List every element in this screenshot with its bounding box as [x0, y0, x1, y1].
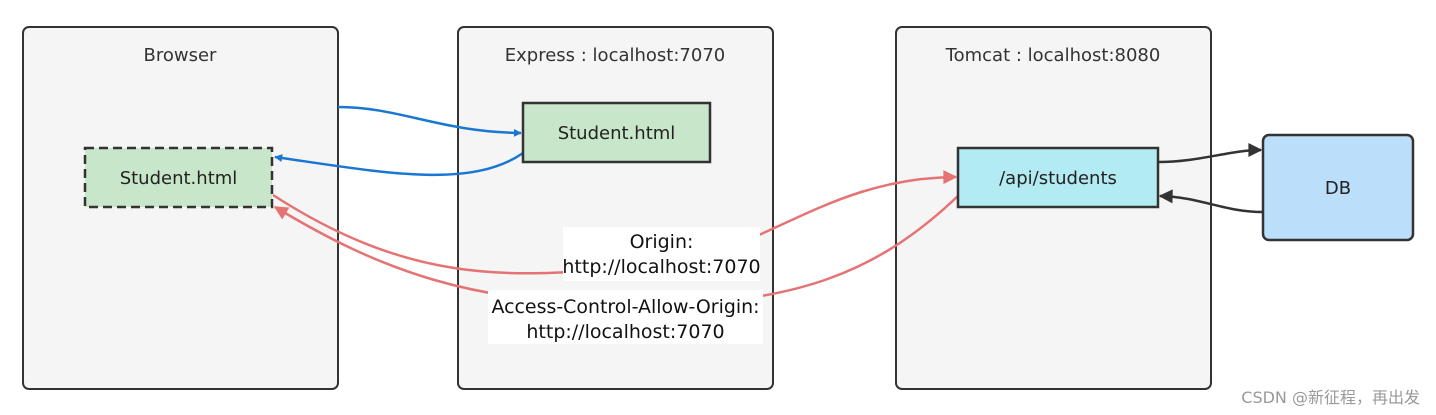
- edge-label-origin-line1: Origin:: [630, 231, 694, 253]
- node-api-students: /api/students: [956, 146, 1160, 209]
- node-browser-student-label: Student.html: [120, 168, 238, 189]
- edge-label-origin-line2: http://localhost:7070: [562, 256, 760, 278]
- edge-label-origin: Origin: http://localhost:7070: [562, 227, 761, 281]
- edge-label-origin-bg: [563, 227, 760, 281]
- edge-browser-to-express: [337, 105, 522, 137]
- node-db-label: DB: [1325, 178, 1351, 199]
- node-express-student-label: Student.html: [558, 123, 676, 144]
- node-api-students-label: /api/students: [999, 168, 1117, 189]
- node-express-student-box: [521, 101, 712, 164]
- node-db: DB: [1261, 133, 1415, 242]
- tomcat-title: Tomcat : localhost:8080: [945, 45, 1161, 66]
- browser-title: Browser: [144, 45, 218, 66]
- node-api-students-box: [956, 146, 1160, 209]
- edge-label-acao-line1: Access-Control-Allow-Origin:: [492, 296, 760, 318]
- edge-express-to-browser: [274, 151, 524, 177]
- node-db-box: [1261, 133, 1415, 242]
- edge-label-acao-bg: [488, 290, 763, 344]
- node-browser-student: Student.html: [83, 146, 274, 209]
- watermark-text: CSDN @新征程，再出发: [1241, 388, 1420, 407]
- node-browser-student-box: [83, 146, 274, 209]
- express-title: Express : localhost:7070: [505, 45, 725, 66]
- edge-label-acao: Access-Control-Allow-Origin: http://loca…: [488, 290, 763, 344]
- edge-label-acao-line2: http://localhost:7070: [526, 321, 724, 343]
- edge-db-to-api: [1158, 189, 1263, 214]
- edge-api-to-db: [1157, 143, 1263, 164]
- node-express-student: Student.html: [521, 101, 712, 164]
